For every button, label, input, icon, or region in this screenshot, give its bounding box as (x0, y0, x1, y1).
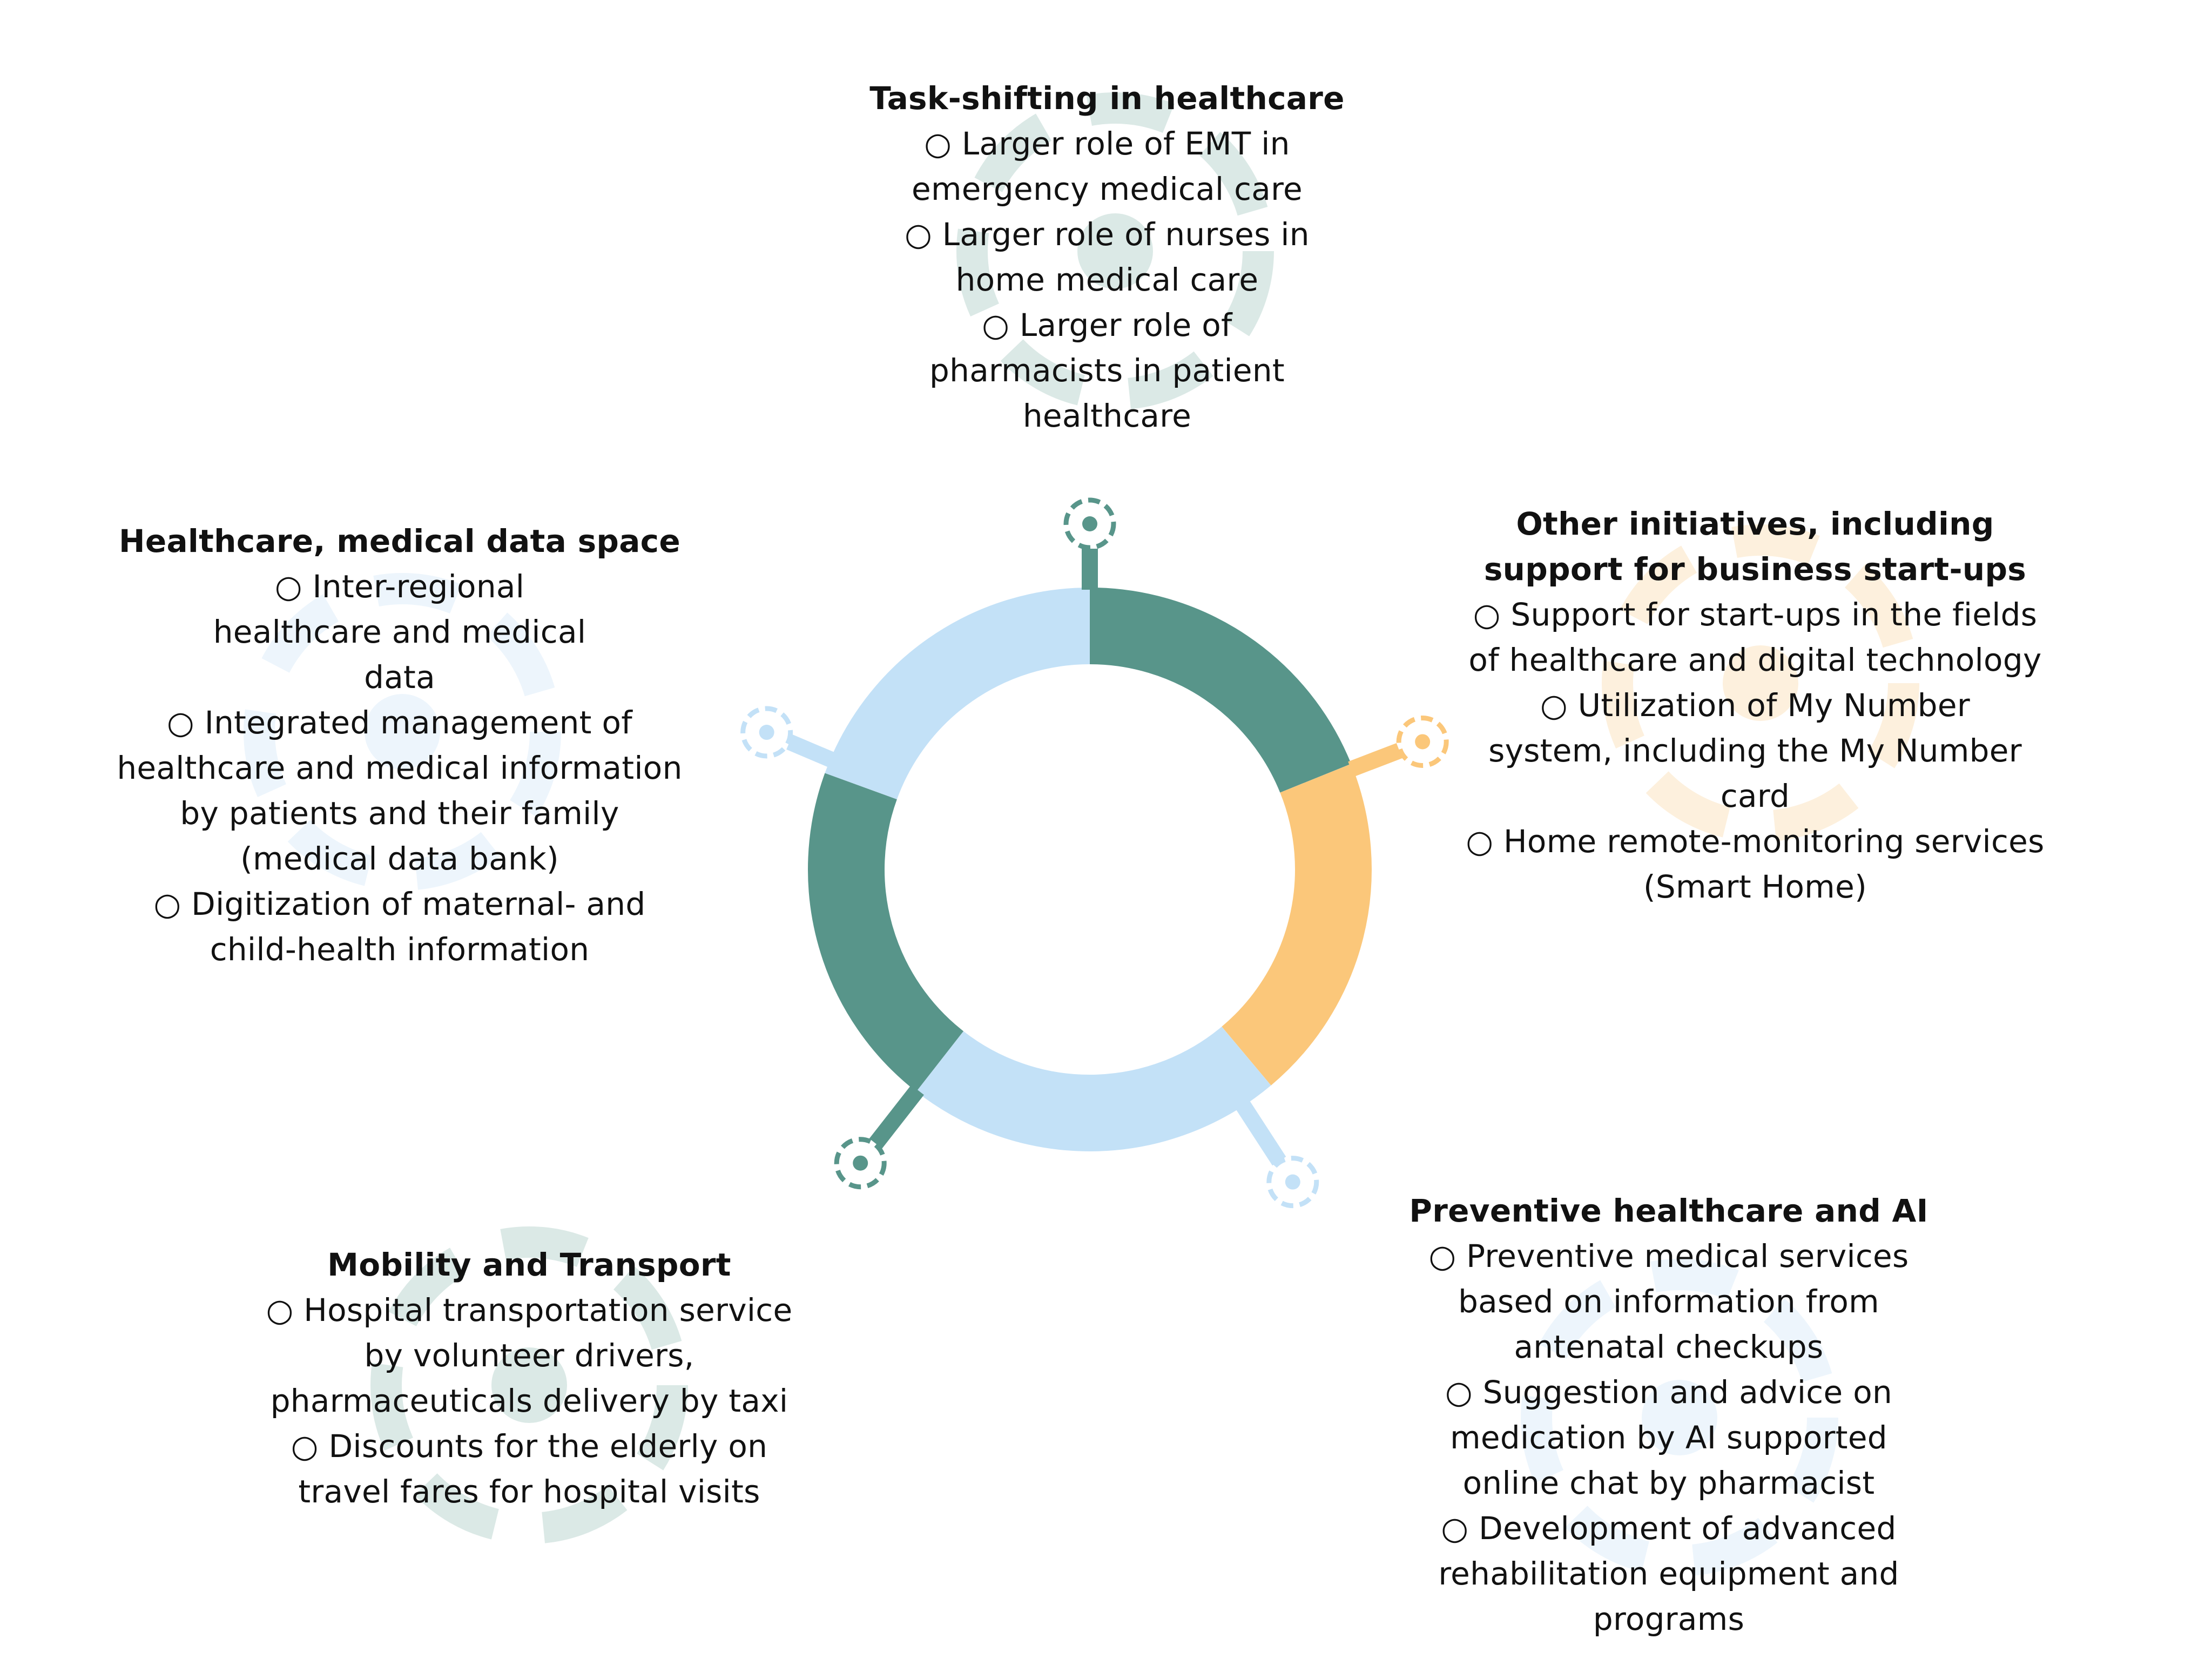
task-shifting-title: Task-shifting in healthcare (869, 80, 1345, 117)
preventive-item: Suggestion and advice on medication by A… (1372, 1370, 1966, 1506)
other-initiatives-item: Utilization of My Number system, includi… (1458, 683, 2052, 819)
target-center-dot (1082, 516, 1097, 531)
other-initiatives-item: Home remote-monitoring services (Smart H… (1458, 819, 2052, 909)
target-center-dot (759, 725, 774, 740)
preventive-item: Development of advanced rehabilitation e… (1372, 1506, 1966, 1642)
task-shifting-block: Task-shifting in healthcare Larger role … (805, 76, 1410, 439)
target-center-dot (1415, 734, 1431, 750)
connector-line (786, 734, 836, 768)
target-center-dot (853, 1155, 868, 1171)
ring-segment (916, 1026, 1271, 1151)
ring-segment (808, 773, 964, 1092)
donut-ring (808, 588, 1372, 1151)
target-center-dot (1285, 1174, 1300, 1190)
preventive-title: Preventive healthcare and AI (1409, 1192, 1928, 1229)
mobility-title: Mobility and Transport (327, 1246, 731, 1283)
other-initiatives-title: Other initiatives, including support for… (1483, 505, 2027, 588)
other-initiatives-item: Support for start-ups in the fields of h… (1458, 592, 2052, 683)
ring-segment (1221, 764, 1372, 1085)
ring-segment (825, 588, 1090, 800)
ring-segment (1089, 588, 1351, 793)
connector-layer (786, 549, 1402, 1166)
connector-line (869, 1084, 924, 1149)
mobility-block: Mobility and Transport Hospital transpor… (232, 1242, 826, 1514)
marker-layer (740, 497, 1449, 1209)
preventive-block: Preventive healthcare and AI Preventive … (1372, 1188, 1966, 1642)
data-space-item: Inter-regional healthcare and medical da… (108, 564, 691, 700)
other-initiatives-block: Other initiatives, including support for… (1458, 501, 2052, 909)
data-space-title: Healthcare, medical data space (119, 523, 680, 559)
connector-line (1235, 1100, 1286, 1166)
preventive-item: Preventive medical services based on inf… (1372, 1233, 1966, 1370)
mobility-item: Hospital transportation service by volun… (232, 1287, 826, 1424)
connector-line (1348, 743, 1402, 777)
data-space-item: Integrated management of healthcare and … (108, 700, 691, 881)
task-shifting-item: Larger role of nurses in home medical ca… (805, 212, 1410, 302)
task-shifting-item: Larger role of pharmacists in patient he… (805, 302, 1410, 439)
data-space-item: Digitization of maternal- and child-heal… (108, 881, 691, 972)
data-space-block: Healthcare, medical data space Inter-reg… (108, 518, 691, 972)
task-shifting-item: Larger role of EMT in emergency medical … (805, 121, 1410, 212)
mobility-item: Discounts for the elderly on travel fare… (232, 1424, 826, 1514)
